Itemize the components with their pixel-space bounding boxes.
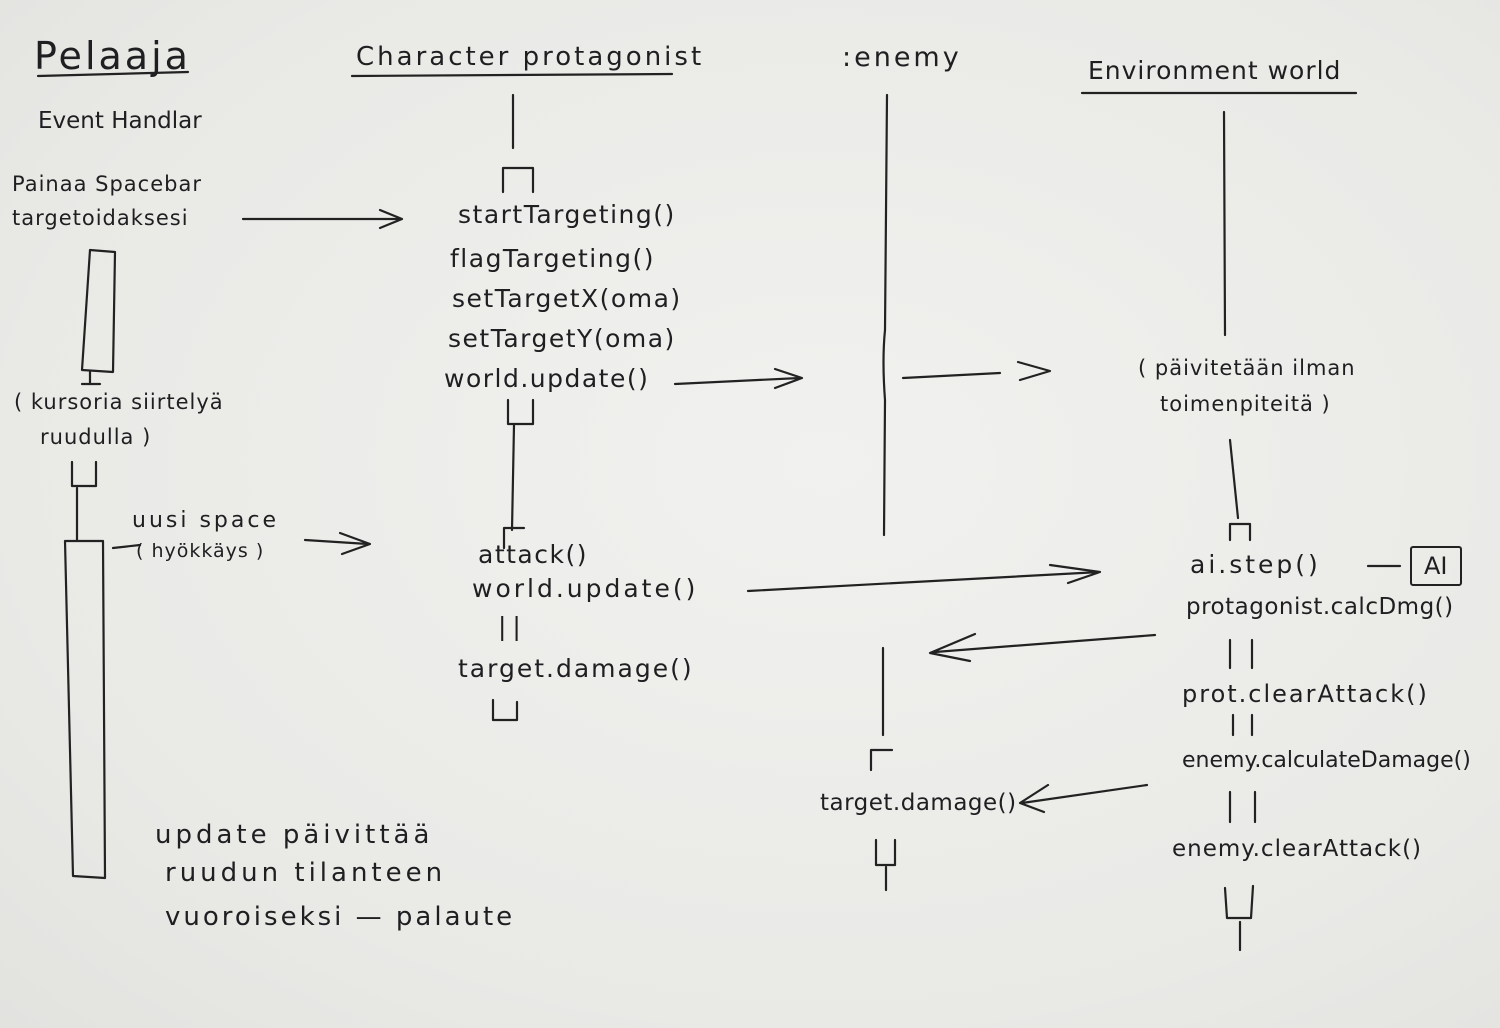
world-title: Environment world — [1088, 56, 1342, 85]
call-set-target-x: setTargetX(oma) — [452, 284, 682, 313]
protagonist-title-underline — [350, 72, 674, 78]
call-enemy-calculate-damage: enemy.calculateDamage() — [1182, 748, 1471, 773]
protagonist-activation-2-top — [502, 526, 526, 550]
player-note-update-line1: update päivittää — [155, 820, 434, 850]
protagonist-lifeline-mid — [510, 423, 516, 532]
world-parallel-3 — [1228, 790, 1257, 824]
call-protagonist-calc-dmg: protagonist.calcDmg() — [1186, 594, 1454, 620]
ai-box: AI — [1410, 546, 1462, 586]
call-world-update-2: world.update() — [472, 574, 699, 603]
world-parallel-1 — [1228, 638, 1254, 670]
arrow-world-to-protagonist — [928, 632, 1157, 663]
call-enemy-clear-attack: enemy.clearAttack() — [1172, 836, 1423, 862]
arrow-world-to-enemy — [1018, 783, 1149, 814]
protagonist-activation-1-top — [501, 166, 535, 194]
world-parallel-2 — [1231, 713, 1254, 737]
player-activation-2-cap — [70, 460, 98, 488]
player-note-space-line1: uusi space — [132, 508, 279, 533]
world-lifeline-top — [1222, 110, 1227, 337]
player-title: Pelaaja — [34, 34, 191, 78]
protagonist-title: Character protagonist — [356, 42, 705, 72]
enemy-title: :enemy — [842, 42, 962, 73]
player-note-cursor-line1: ( kursoria siirtelyä — [14, 390, 224, 414]
arrow-player-to-protagonist-1 — [241, 208, 404, 230]
world-note-line1: ( päivitetään ilman — [1138, 356, 1356, 380]
protagonist-activation-1-bottom — [506, 398, 535, 426]
player-subtitle: Event Handlar — [38, 108, 202, 134]
enemy-lifeline-top — [882, 93, 889, 537]
player-activation-1 — [80, 248, 117, 374]
world-lifeline-mid — [1228, 438, 1240, 520]
player-note-update-line2: ruudun tilanteen — [165, 858, 447, 888]
call-target-damage-protagonist: target.damage() — [458, 654, 694, 683]
player-note-cursor-line2: ruudulla ) — [40, 425, 152, 449]
call-attack: attack() — [478, 540, 588, 569]
player-activation-3 — [63, 539, 107, 880]
call-prot-clear-attack: prot.clearAttack() — [1182, 680, 1429, 708]
call-set-target-y: setTargetY(oma) — [448, 324, 676, 353]
arrow-player-to-protagonist-2 — [303, 531, 372, 556]
player-note-press-line1: Painaa Spacebar — [12, 172, 202, 196]
player-note-update-line3: vuoroiseksi — palaute — [165, 902, 516, 932]
player-note-space-line2: ( hyökkäys ) — [136, 540, 265, 562]
enemy-activation-top — [869, 748, 894, 772]
player-note-connector — [111, 543, 142, 550]
arrow-protagonist-to-world — [746, 563, 1102, 593]
call-world-update-1: world.update() — [444, 364, 650, 393]
call-ai-step: ai.step() — [1190, 550, 1321, 579]
call-flag-targeting: flagTargeting() — [450, 244, 655, 273]
world-note-line2: toimenpiteitä ) — [1160, 392, 1331, 416]
protagonist-parallel-marker: || — [498, 612, 527, 641]
arrow-enemy-to-world — [901, 360, 1052, 382]
call-start-targeting: startTargeting() — [458, 200, 676, 229]
world-activation-top — [1228, 522, 1252, 542]
enemy-activation-bottom — [874, 838, 897, 867]
arrow-protagonist-to-enemy — [673, 367, 804, 390]
player-title-underline — [36, 70, 190, 78]
player-note-press-line2: targetoidaksesi — [12, 206, 189, 230]
world-activation-bottom — [1223, 884, 1255, 920]
protagonist-activation-2-bottom — [491, 698, 519, 722]
call-target-damage-enemy: target.damage() — [820, 790, 1017, 816]
